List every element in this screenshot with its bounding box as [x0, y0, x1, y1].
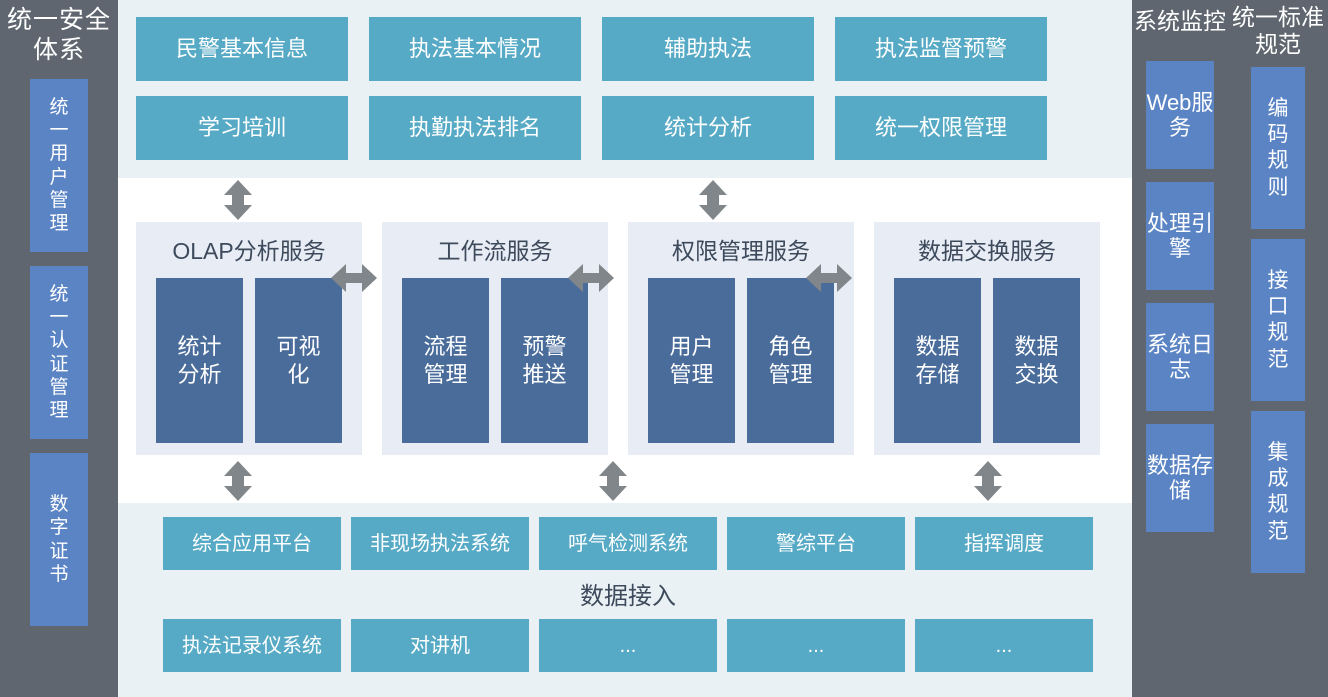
- service-group-permission: 权限管理服务 用户管理 角色管理: [628, 222, 854, 455]
- service-group-title: 数据交换服务: [918, 238, 1056, 264]
- service-group-data-exchange: 数据交换服务 数据存储 数据交换: [874, 222, 1100, 455]
- service-box-role-management[interactable]: 角色管理: [747, 278, 834, 443]
- service-group-workflow: 工作流服务 流程管理 预警推送: [382, 222, 608, 455]
- app-box-training[interactable]: 学习培训: [136, 96, 348, 160]
- service-box-label: 用户管理: [669, 334, 714, 387]
- service-box-data-storage[interactable]: 数据存储: [894, 278, 981, 443]
- security-system-panel: 统一安全体系 统一用户管理 统一认证管理 数字证书: [0, 0, 118, 697]
- app-box-enforcement-basics[interactable]: 执法基本情况: [369, 17, 581, 81]
- data-box-law-enforcement-recorder-system[interactable]: 执法记录仪系统: [163, 619, 341, 672]
- vertical-double-arrow-icon: [974, 461, 1002, 501]
- service-box-user-management[interactable]: 用户管理: [648, 278, 735, 443]
- vertical-double-arrow-icon: [599, 461, 627, 501]
- standards-box-label: 集成规范: [1267, 440, 1289, 543]
- monitor-box-processing-engine[interactable]: 处理引擎: [1146, 182, 1214, 291]
- app-box-unified-permission-management[interactable]: 统一权限管理: [835, 96, 1047, 160]
- service-group-boxes: 用户管理 角色管理: [638, 278, 844, 443]
- vertical-double-arrow-icon: [699, 180, 727, 220]
- standards-box-coding-rules[interactable]: 编码规则: [1251, 67, 1305, 230]
- service-box-label: 角色管理: [768, 334, 813, 387]
- service-group-boxes: 流程管理 预警推送: [392, 278, 598, 443]
- horizontal-double-arrow-icon: [806, 264, 852, 292]
- data-box-more-3[interactable]: ...: [915, 619, 1093, 672]
- service-box-label: 数据存储: [915, 334, 960, 387]
- service-box-statistical-analysis[interactable]: 统计分析: [156, 278, 243, 443]
- vertical-double-arrow-icon: [224, 180, 252, 220]
- service-group-title: 权限管理服务: [672, 238, 810, 264]
- monitor-box-web-service[interactable]: Web服务: [1146, 61, 1214, 170]
- data-access-layer: 综合应用平台 非现场执法系统 呼气检测系统 警综平台 指挥调度 数据接入 执法记…: [118, 503, 1132, 697]
- vertical-double-arrow-icon: [224, 461, 252, 501]
- data-box-non-onsite-enforcement-system[interactable]: 非现场执法系统: [351, 517, 529, 570]
- service-layer: OLAP分析服务 统计分析 可视化 工作流服务 流程管理: [118, 222, 1132, 455]
- security-box-label: 统一认证管理: [49, 283, 69, 421]
- app-box-enforcement-supervision-alert[interactable]: 执法监督预警: [835, 17, 1047, 81]
- service-box-label: 可视化: [276, 334, 321, 387]
- application-grid: 民警基本信息 执法基本情况 辅助执法 执法监督预警 学习培训 执勤执法排名 统计…: [136, 17, 1120, 160]
- data-source-row-1: 综合应用平台 非现场执法系统 呼气检测系统 警综平台 指挥调度: [163, 517, 1093, 570]
- monitor-box-system-log[interactable]: 系统日志: [1146, 303, 1214, 412]
- security-box-auth-management[interactable]: 统一认证管理: [30, 266, 88, 439]
- security-box-user-management[interactable]: 统一用户管理: [30, 79, 88, 252]
- security-box-digital-certificate[interactable]: 数字证书: [30, 453, 88, 626]
- unified-standards-panel: 统一标准规范 编码规则 接口规范 集成规范: [1228, 0, 1328, 697]
- service-box-data-exchange[interactable]: 数据交换: [993, 278, 1080, 443]
- monitor-panel-title: 系统监控: [1134, 8, 1226, 34]
- data-box-command-dispatch[interactable]: 指挥调度: [915, 517, 1093, 570]
- horizontal-double-arrow-icon: [331, 264, 377, 292]
- service-box-label: 数据交换: [1014, 334, 1059, 387]
- service-box-process-management[interactable]: 流程管理: [402, 278, 489, 443]
- standards-box-integration-spec[interactable]: 集成规范: [1251, 411, 1305, 574]
- data-box-integrated-application-platform[interactable]: 综合应用平台: [163, 517, 341, 570]
- app-box-police-basic-info[interactable]: 民警基本信息: [136, 17, 348, 81]
- security-panel-title: 统一安全体系: [6, 6, 111, 64]
- data-box-police-platform[interactable]: 警综平台: [727, 517, 905, 570]
- app-box-assisted-enforcement[interactable]: 辅助执法: [602, 17, 814, 81]
- service-group-boxes: 数据存储 数据交换: [884, 278, 1090, 443]
- application-layer: 民警基本信息 执法基本情况 辅助执法 执法监督预警 学习培训 执勤执法排名 统计…: [118, 0, 1132, 178]
- service-box-label: 统计分析: [177, 334, 222, 387]
- service-box-alert-push[interactable]: 预警推送: [501, 278, 588, 443]
- service-box-label: 预警推送: [522, 334, 567, 387]
- service-data-arrow-band: [118, 455, 1132, 503]
- service-box-label: 流程管理: [423, 334, 468, 387]
- data-access-label: 数据接入: [580, 583, 676, 610]
- main-stack: 民警基本信息 执法基本情况 辅助执法 执法监督预警 学习培训 执勤执法排名 统计…: [118, 0, 1132, 697]
- data-box-breath-test-system[interactable]: 呼气检测系统: [539, 517, 717, 570]
- app-box-statistical-analysis[interactable]: 统计分析: [602, 96, 814, 160]
- standards-box-interface-spec[interactable]: 接口规范: [1251, 239, 1305, 402]
- data-box-more-1[interactable]: ...: [539, 619, 717, 672]
- service-group-boxes: 统计分析 可视化: [146, 278, 352, 443]
- data-box-intercom[interactable]: 对讲机: [351, 619, 529, 672]
- standards-panel-title: 统一标准规范: [1232, 4, 1324, 57]
- service-group-title: OLAP分析服务: [172, 238, 326, 264]
- service-group-olap: OLAP分析服务 统计分析 可视化: [136, 222, 362, 455]
- standards-box-label: 接口规范: [1267, 268, 1289, 371]
- data-source-row-2: 执法记录仪系统 对讲机 ... ... ...: [163, 619, 1093, 672]
- service-group-title: 工作流服务: [437, 238, 553, 264]
- security-box-label: 数字证书: [49, 494, 69, 585]
- security-box-label: 统一用户管理: [49, 96, 69, 234]
- data-box-more-2[interactable]: ...: [727, 619, 905, 672]
- app-box-duty-enforcement-ranking[interactable]: 执勤执法排名: [369, 96, 581, 160]
- horizontal-double-arrow-icon: [568, 264, 614, 292]
- system-monitoring-panel: 系统监控 Web服务 处理引擎 系统日志 数据存储: [1132, 0, 1228, 697]
- monitor-box-data-storage[interactable]: 数据存储: [1146, 424, 1214, 533]
- app-service-arrow-band: [118, 178, 1132, 222]
- service-box-visualization[interactable]: 可视化: [255, 278, 342, 443]
- standards-box-label: 编码规则: [1267, 96, 1289, 199]
